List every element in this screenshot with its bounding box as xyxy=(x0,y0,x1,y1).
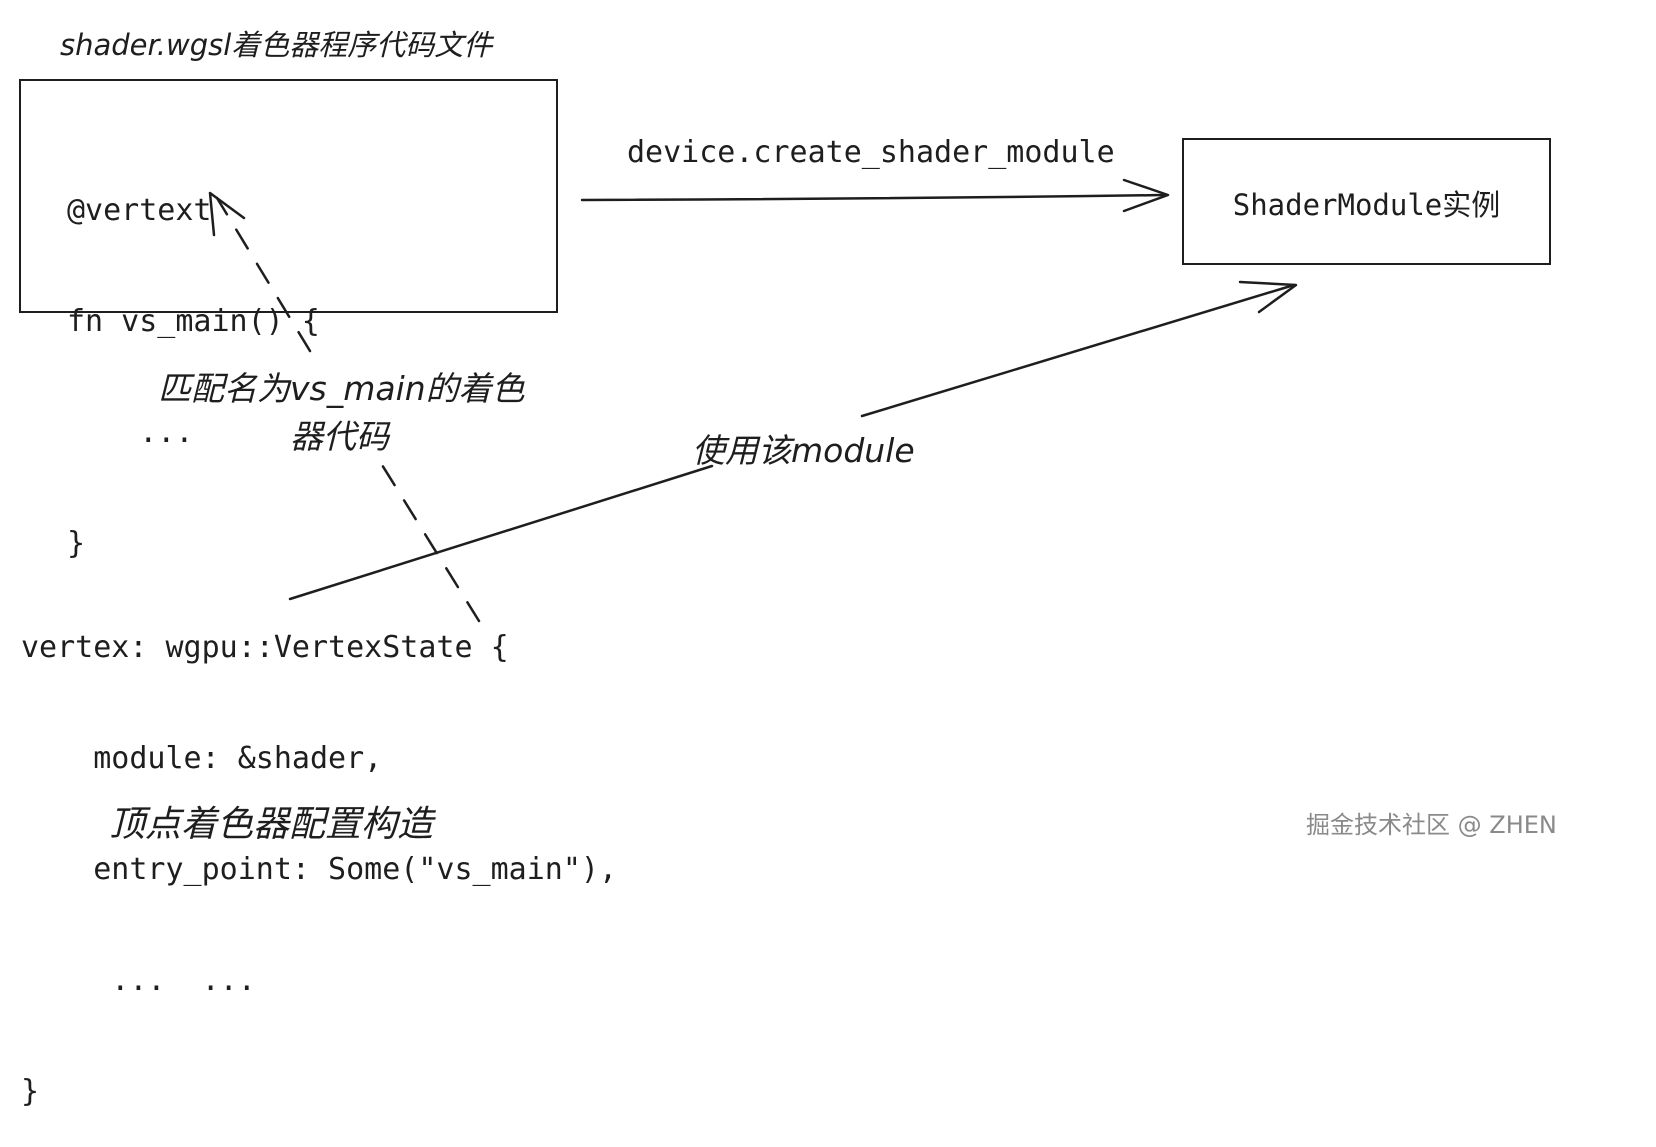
diagram-caption: 顶点着色器配置构造 xyxy=(109,804,434,845)
shader-code-line-2: fn vs_main() { xyxy=(67,304,320,339)
watermark: 掘金技术社区 @ ZHEN xyxy=(1306,811,1557,839)
match-label-line-1: 匹配名为vs_main的着色 xyxy=(158,369,525,408)
vertex-code-line-1: vertex: wgpu::VertexState { xyxy=(21,630,509,665)
shader-module-label: ShaderModule实例 xyxy=(1232,187,1501,222)
vertex-code-line-4: ... ... xyxy=(21,963,256,998)
vertex-code-line-2: module: &shader, xyxy=(21,741,383,776)
file-label: shader.wgsl着色器程序代码文件 xyxy=(60,28,493,62)
shader-module-box: ShaderModule实例 xyxy=(1182,138,1551,265)
shader-code-line-3: ... xyxy=(67,415,194,450)
match-label-line-2: 器代码 xyxy=(290,417,389,456)
use-module-label: 使用该module xyxy=(692,431,915,470)
vertex-code-line-3: entry_point: Some("vs_main"), xyxy=(21,852,618,887)
create-arrow xyxy=(580,178,1170,213)
create-shader-module-label: device.create_shader_module xyxy=(627,135,1115,170)
vertex-state-code: vertex: wgpu::VertexState { module: &sha… xyxy=(21,555,617,1147)
shader-code-line-4: } xyxy=(67,526,86,561)
vertex-code-line-5: } xyxy=(21,1074,40,1109)
shader-code-line-1: @vertext xyxy=(67,193,212,228)
shader-file-box: @vertext fn vs_main() { ... } xyxy=(19,79,558,561)
